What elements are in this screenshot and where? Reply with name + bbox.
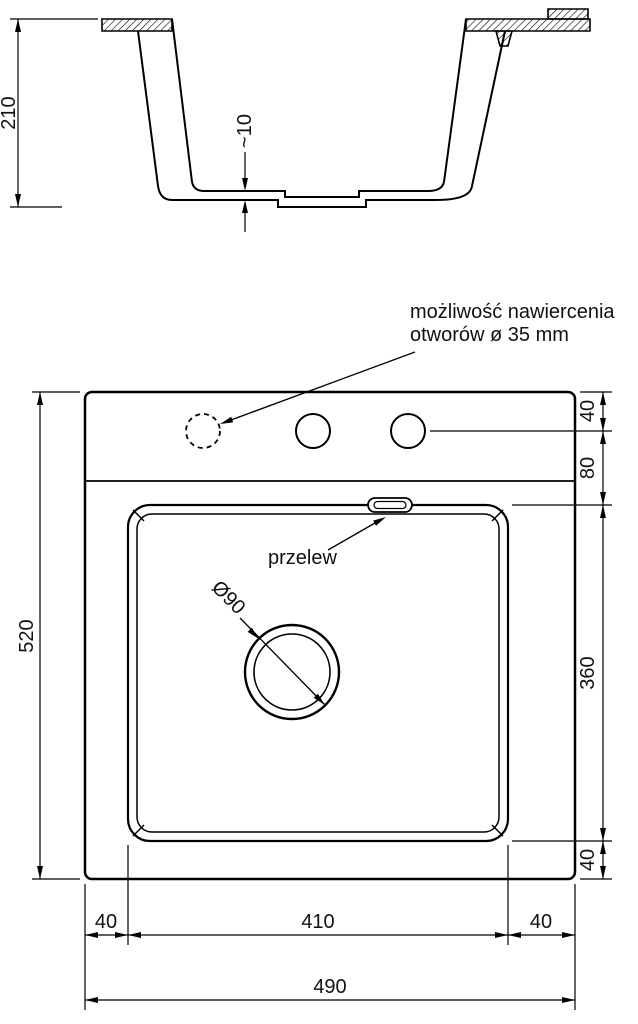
dim-right-360-label: 360	[577, 656, 599, 689]
annotation-leaders	[220, 351, 416, 706]
arrowhead	[115, 932, 128, 938]
drill-note-leader	[230, 351, 416, 421]
dim-10-label: ~10	[234, 114, 256, 148]
arrowhead	[85, 997, 98, 1003]
arrowhead	[15, 19, 21, 32]
dim-right-40-top-label: 40	[577, 400, 599, 422]
arrowhead	[220, 416, 234, 424]
wall-left-inner	[171, 18, 193, 183]
dim-bottom-chain	[84, 845, 576, 1010]
sink-outer-edge	[83, 390, 577, 881]
wall-right-outer	[471, 30, 506, 187]
bottom-outer-surface	[157, 185, 473, 208]
drill-note-line2: otworów ø 35 mm	[410, 324, 569, 346]
arrowhead	[600, 841, 606, 854]
arrowhead	[242, 200, 248, 213]
arrowhead	[242, 178, 248, 191]
corner-tick	[491, 824, 504, 837]
dim-210-label: 210	[0, 96, 20, 129]
dim-210-group	[10, 18, 98, 208]
arrowhead	[85, 932, 98, 938]
drain-diameter-label: Ø90	[207, 577, 249, 619]
cross-section-view	[101, 8, 591, 208]
arrowhead	[508, 932, 521, 938]
arrowhead	[15, 194, 21, 207]
arrowhead	[373, 517, 386, 526]
drain-inner-circle	[253, 633, 331, 711]
rim-left-flange	[101, 18, 173, 32]
wall-right-inner	[443, 18, 467, 183]
dim-right-40-bottom-label: 40	[577, 849, 599, 871]
faucet-hole-1	[295, 413, 331, 449]
faucet-hole-optional	[185, 413, 221, 449]
drain-outer-circle	[243, 623, 341, 721]
rim-right-flange	[465, 18, 591, 32]
arrowhead	[600, 866, 606, 879]
arrowhead	[37, 866, 43, 879]
dim-bottom-410-label: 410	[301, 911, 334, 933]
corner-tick	[132, 824, 145, 837]
bowl-corner-ticks	[132, 509, 504, 837]
corner-tick	[491, 509, 504, 522]
overflow-slot-inner	[373, 500, 407, 510]
wall-left-outer	[137, 30, 159, 187]
overflow-label: przelew	[268, 547, 337, 569]
arrowhead	[37, 392, 43, 405]
arrowhead	[247, 627, 259, 639]
bowl-outer	[126, 503, 510, 843]
dim-520-group	[32, 391, 80, 880]
bottom-inner-surface	[191, 181, 445, 198]
dim-right-chain	[430, 391, 612, 880]
arrowhead	[313, 693, 325, 705]
arrowhead	[600, 505, 606, 518]
arrowhead	[600, 418, 606, 431]
corner-tick	[132, 509, 145, 522]
dim-490-label: 490	[313, 976, 346, 998]
dim-bottom-40-left-label: 40	[95, 911, 117, 933]
dim-10-group	[242, 152, 248, 232]
arrowhead	[128, 932, 141, 938]
arrowhead	[600, 828, 606, 841]
dim-bottom-40-right-label: 40	[530, 911, 552, 933]
dim-right-80-label: 80	[577, 457, 599, 479]
arrowhead	[600, 431, 606, 444]
arrowhead	[562, 997, 575, 1003]
faucet-hole-2	[390, 413, 426, 449]
drill-note-line1: możliwość nawiercenia	[410, 301, 615, 323]
arrowhead	[600, 392, 606, 405]
overflow-leader	[327, 522, 376, 551]
arrowhead	[562, 932, 575, 938]
dim-520-label: 520	[16, 619, 38, 652]
arrowhead	[495, 932, 508, 938]
top-view	[83, 390, 577, 881]
basin-walls	[137, 18, 506, 208]
bowl-inner	[136, 513, 500, 833]
rim-right-tab	[547, 8, 589, 20]
arrowhead	[600, 492, 606, 505]
